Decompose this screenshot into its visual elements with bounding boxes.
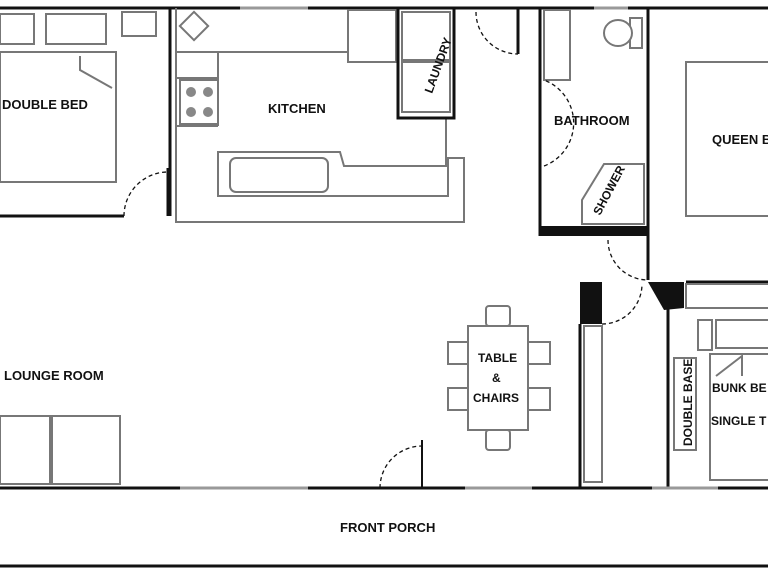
windows	[180, 6, 718, 490]
sink-icon	[178, 10, 210, 42]
vanity	[543, 9, 571, 81]
double-bedroom: DOUBLE BED	[0, 11, 169, 217]
front-door-swing	[379, 445, 423, 489]
room-label-double-bed: DOUBLE BED	[2, 97, 88, 112]
room-label-bathroom: BATHROOM	[554, 113, 630, 128]
table-label-line1: TABLE	[478, 351, 517, 365]
sofa-left	[0, 415, 51, 485]
kitchen-sink	[229, 157, 329, 193]
room-label-front-porch: FRONT PORCH	[340, 520, 435, 535]
double-bed	[0, 51, 117, 183]
door-swing	[475, 11, 519, 55]
door-swing	[601, 283, 643, 325]
room-label-bunk-bed: BUNK BE	[712, 381, 767, 395]
bunk-room: DOUBLE BASE BUNK BE SINGLE T	[583, 319, 768, 483]
stove-icon	[179, 79, 219, 125]
room-label-single: SINGLE T	[711, 414, 767, 428]
double-base-bed	[673, 357, 697, 451]
table-and-chairs: TABLE & CHAIRS	[447, 305, 551, 451]
room-label-double-base: DOUBLE BASE	[681, 359, 695, 446]
pillow	[45, 13, 107, 45]
walls	[0, 6, 768, 568]
lounge-room: LOUNGE ROOM	[0, 368, 423, 489]
wardrobe	[685, 283, 768, 309]
room-label-lounge-room: LOUNGE ROOM	[4, 368, 104, 383]
table-label-line3: CHAIRS	[473, 391, 519, 405]
table-label-line2: &	[492, 371, 501, 385]
cabinet	[121, 11, 157, 37]
dining-table	[467, 325, 529, 431]
queen-bed	[685, 61, 768, 217]
sofa-right	[51, 415, 121, 485]
room-label-queen-bed: QUEEN B	[712, 132, 768, 147]
kitchen: KITCHEN	[175, 8, 465, 223]
shower	[581, 163, 645, 225]
door-swing	[607, 239, 649, 281]
door-swing	[123, 171, 169, 217]
queen-bedroom: QUEEN B	[685, 61, 768, 309]
fridge	[347, 9, 397, 63]
laundry: LAUNDRY	[396, 6, 456, 120]
bedside-table	[0, 13, 35, 45]
room-label-kitchen: KITCHEN	[268, 101, 326, 116]
wardrobe	[583, 325, 603, 483]
bunk-bed	[709, 353, 768, 481]
bathroom: SHOWER BATHROOM	[543, 9, 649, 281]
door-swing	[543, 79, 575, 167]
toilet-icon	[603, 17, 643, 49]
